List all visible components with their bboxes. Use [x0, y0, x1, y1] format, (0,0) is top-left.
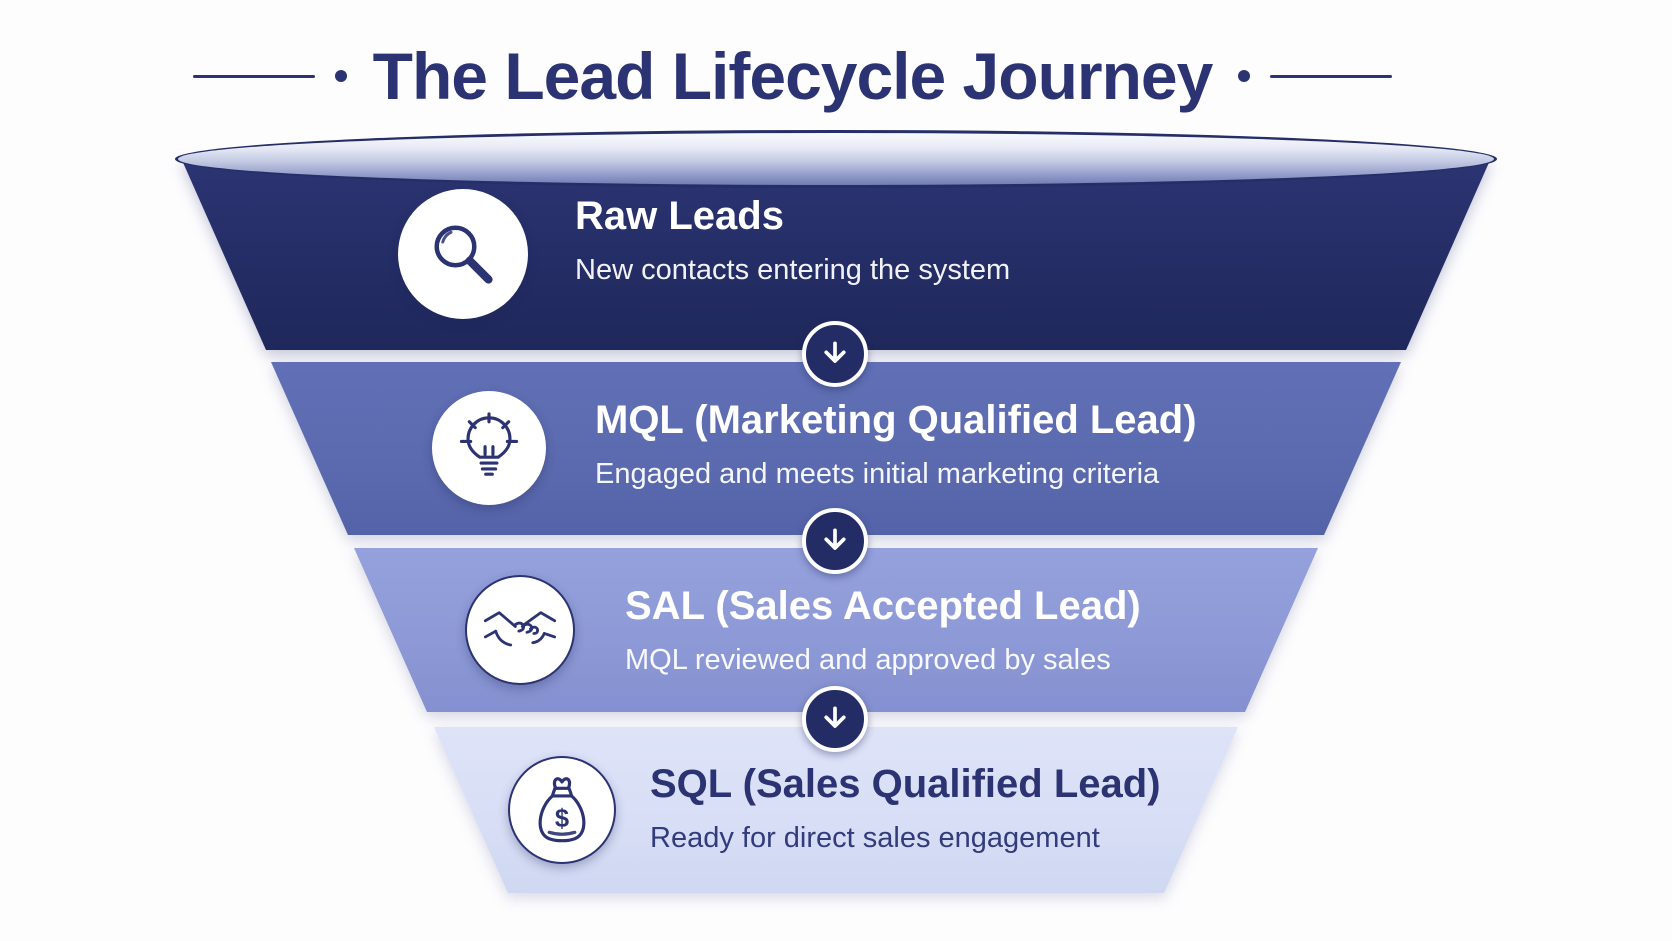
stage-subtitle: Ready for direct sales engagement: [650, 822, 1100, 854]
down-arrow-icon: [818, 524, 852, 558]
stage-title: SQL (Sales Qualified Lead): [650, 762, 1161, 806]
stage-subtitle: Engaged and meets initial marketing crit…: [595, 458, 1160, 490]
money-bag-icon: $: [531, 773, 593, 847]
left-rule-dot: [334, 70, 347, 82]
handshake-icon: [483, 604, 557, 656]
svg-text:$: $: [555, 805, 569, 833]
stage-title: MQL (Marketing Qualified Lead): [595, 398, 1197, 442]
stage-title: SAL (Sales Accepted Lead): [625, 584, 1141, 628]
lightbulb-icon: [456, 410, 522, 486]
connector-badge-3: [802, 686, 868, 752]
raw-leads-text: Raw Leads New contacts entering the syst…: [575, 194, 1010, 287]
sal-text: SAL (Sales Accepted Lead) MQL reviewed a…: [625, 584, 1141, 677]
page-title: The Lead Lifecycle Journey: [372, 39, 1214, 113]
mql-text: MQL (Marketing Qualified Lead) Engaged a…: [595, 398, 1197, 491]
funnel-mouth-ellipse: [175, 130, 1497, 188]
mql-icon-circle: [432, 391, 546, 505]
raw-leads-icon-circle: [398, 189, 528, 319]
stage-subtitle: MQL reviewed and approved by sales: [625, 644, 1111, 676]
connector-badge-1: [802, 321, 868, 387]
down-arrow-icon: [818, 337, 852, 371]
sql-text: SQL (Sales Qualified Lead) Ready for dir…: [650, 762, 1161, 855]
stage-subtitle: New contacts entering the system: [575, 254, 1011, 286]
connector-badge-2: [802, 508, 868, 574]
left-rule-line: [192, 74, 315, 78]
magnifier-icon: [427, 218, 499, 290]
header: The Lead Lifecycle Journey: [120, 28, 1465, 124]
sal-icon-circle: [465, 575, 575, 685]
right-rule-line: [1270, 74, 1393, 78]
right-rule-dot: [1238, 70, 1251, 82]
sql-icon-circle: $: [508, 756, 616, 864]
stage-title: Raw Leads: [575, 194, 784, 238]
down-arrow-icon: [818, 702, 852, 736]
